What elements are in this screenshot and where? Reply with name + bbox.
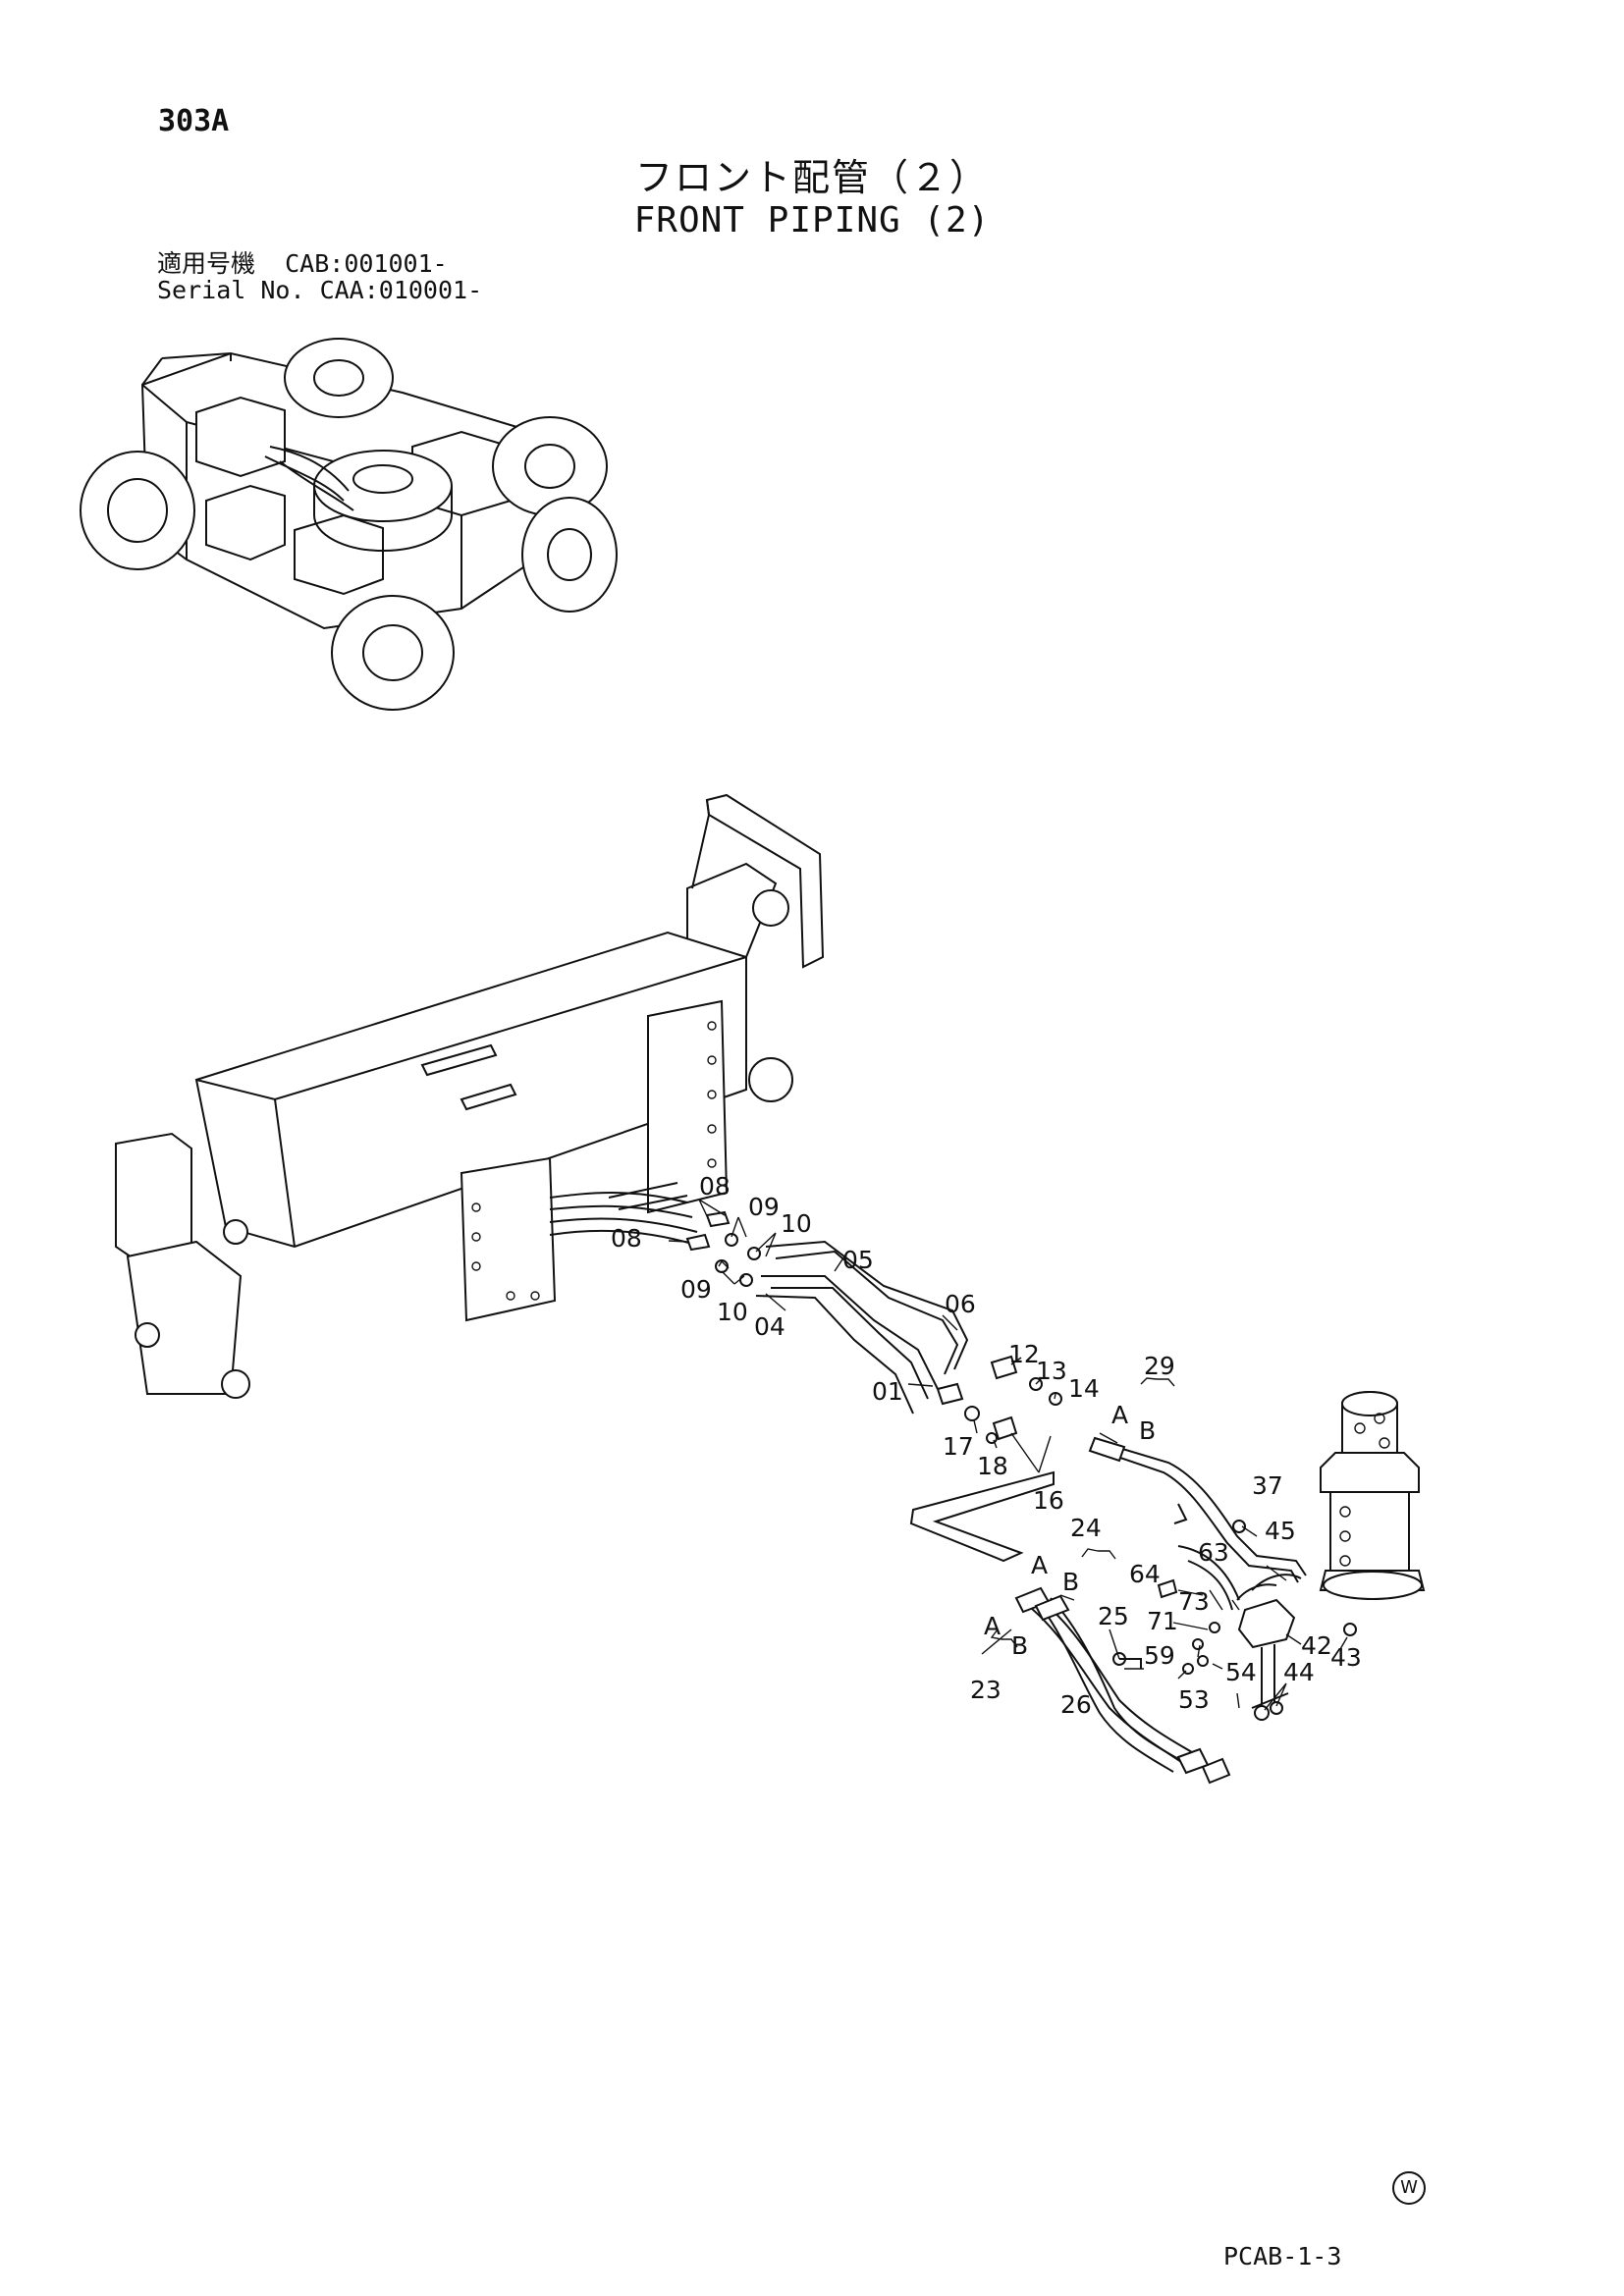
callout-09b: 09 [680,1275,712,1304]
callout-14: 14 [1068,1374,1100,1403]
callout-18: 18 [977,1452,1008,1480]
callout-45: 45 [1265,1517,1296,1545]
callout-71: 71 [1147,1607,1178,1635]
front-frame-illustration [115,793,825,1399]
serial-applicability: 適用号機 CAB:001001- Serial No. CAA:010001- [157,250,482,303]
callout-10a: 10 [781,1209,812,1238]
callout-44: 44 [1283,1658,1315,1686]
callout-73: 73 [1178,1587,1210,1616]
page-title-english: FRONT PIPING (2) [633,200,991,240]
page-code: 303A [158,104,230,138]
callout-05: 05 [842,1246,874,1274]
callout-26: 26 [1060,1690,1092,1719]
callout-63: 63 [1198,1538,1229,1567]
callout-01: 01 [872,1377,903,1406]
callout-b2: B [1062,1568,1079,1596]
callout-10b: 10 [717,1298,748,1326]
callout-17: 17 [943,1432,974,1461]
piping-lines [668,1199,1357,1785]
overview-vehicle-illustration [80,338,618,711]
callout-a3: A [984,1612,1001,1640]
callout-a2: A [1031,1551,1048,1579]
serial-label-english: Serial No. [157,276,305,304]
callout-16: 16 [1033,1486,1064,1515]
callout-59: 59 [1144,1641,1175,1670]
callout-25: 25 [1098,1602,1129,1630]
callout-09a: 09 [748,1193,780,1221]
callout-42: 42 [1301,1631,1332,1660]
callout-04: 04 [754,1312,785,1341]
callout-13: 13 [1036,1357,1067,1385]
callout-12: 12 [1008,1340,1040,1368]
callout-37: 37 [1252,1471,1283,1500]
callout-b3: B [1011,1631,1028,1660]
watermark-w-icon: W [1392,2171,1426,2205]
serial-value-cab: CAB:001001- [285,249,448,278]
serial-label-japanese: 適用号機 [157,249,256,278]
serial-value-caa: CAA:010001- [319,276,483,304]
callout-54: 54 [1225,1658,1257,1686]
callout-24: 24 [1070,1514,1102,1542]
callout-08b: 08 [611,1224,642,1253]
callout-29: 29 [1144,1352,1175,1380]
callout-23: 23 [970,1676,1001,1704]
document-code: PCAB-1-3 [1223,2242,1342,2270]
swivel-joint-illustration [1319,1391,1426,1600]
callout-53: 53 [1178,1685,1210,1714]
callout-08a: 08 [699,1172,731,1201]
page-title-japanese: フロント配管（２） [634,156,989,199]
callout-a1: A [1111,1401,1128,1429]
callout-64: 64 [1129,1560,1161,1588]
part-callouts: 08 08 09 10 09 10 04 05 06 01 12 13 14 1… [611,1172,1362,1719]
callout-06: 06 [945,1290,976,1318]
callout-43: 43 [1330,1643,1362,1672]
callout-b1: B [1139,1416,1156,1445]
